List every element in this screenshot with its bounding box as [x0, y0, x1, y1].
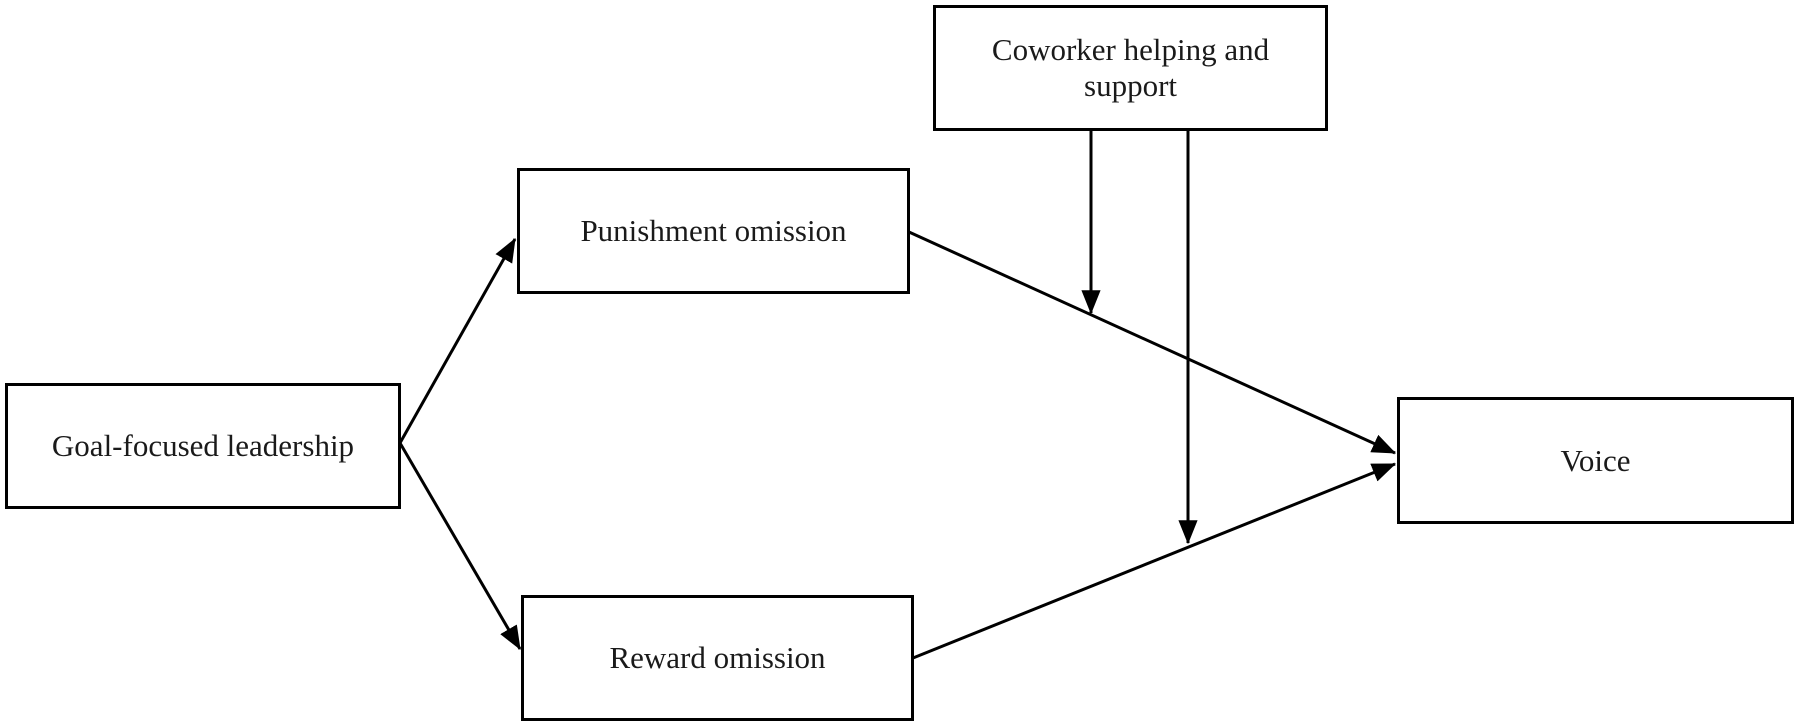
node-coworker-helping-support: Coworker helping and support [933, 5, 1328, 131]
node-coworker-helping-support-label: Coworker helping and support [991, 32, 1270, 103]
node-punishment-omission: Punishment omission [517, 168, 910, 294]
node-voice-label: Voice [1560, 442, 1631, 478]
arrow-goal-to-reward [398, 442, 522, 651]
arrow-reward-to-voice [912, 462, 1397, 660]
arrow-goal-to-punishment [398, 237, 517, 444]
node-goal-focused-leadership: Goal-focused leadership [5, 383, 401, 509]
node-voice: Voice [1397, 397, 1794, 524]
arrow-punishment-to-voice [908, 230, 1397, 455]
node-reward-omission-label: Reward omission [609, 640, 826, 676]
node-punishment-omission-label: Punishment omission [580, 213, 847, 249]
node-goal-focused-leadership-label: Goal-focused leadership [51, 428, 355, 464]
node-reward-omission: Reward omission [521, 595, 914, 721]
